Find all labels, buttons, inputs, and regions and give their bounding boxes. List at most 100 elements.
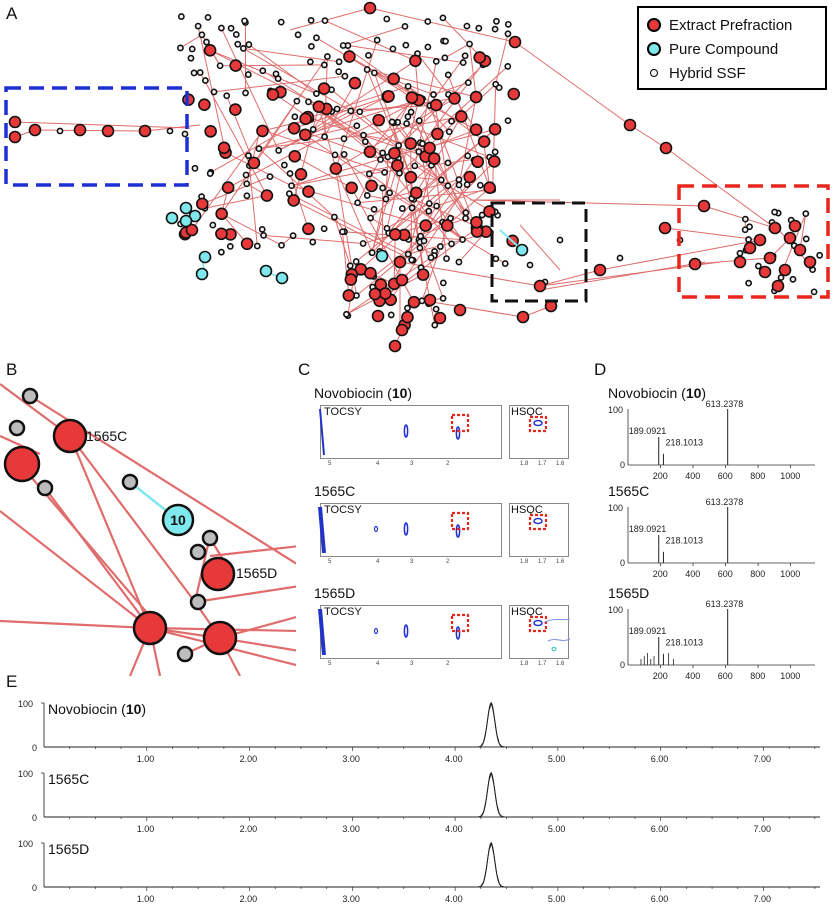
- hsqc-tick: 1.7: [538, 461, 547, 467]
- hybrid-node: [189, 543, 207, 561]
- extract-prefraction-node: [793, 243, 807, 257]
- tocsy-tick: 2: [446, 661, 450, 667]
- hybrid-ssf-node: [232, 31, 240, 38]
- hybrid-ssf-node: [404, 113, 412, 121]
- hybrid-ssf-node: [501, 260, 509, 267]
- extract-prefraction-node: [697, 199, 711, 213]
- extract-prefraction-node: [803, 255, 817, 269]
- panel-label-b: B: [6, 360, 18, 379]
- extract-prefraction-node: [469, 90, 483, 104]
- pure-compound-node-10: [161, 503, 195, 537]
- hybrid-ssf-node: [745, 279, 753, 287]
- hybrid-ssf-node: [459, 59, 467, 66]
- node-label-1565c: 1565C: [86, 428, 128, 444]
- tocsy-label: TOCSY: [324, 406, 362, 418]
- tocsy-tick: 5: [328, 461, 332, 467]
- ms-x-tick: 800: [750, 569, 765, 579]
- hybrid-ssf-node: [383, 224, 391, 232]
- extract-prefraction-node: [348, 76, 362, 90]
- hybrid-ssf-node: [206, 170, 214, 177]
- hybrid-ssf-node: [177, 44, 184, 52]
- highlight-box-red: [528, 415, 548, 433]
- hybrid-ssf-node: [455, 181, 463, 189]
- hybrid-ssf-node: [244, 71, 252, 78]
- extract-node: [132, 610, 168, 646]
- hybrid-ssf-node: [196, 69, 204, 76]
- hybrid-ssf-node: [442, 37, 449, 45]
- extract-prefraction-node: [593, 263, 607, 277]
- highlight-box-red: [528, 615, 548, 633]
- extract-prefraction-node: [204, 125, 217, 138]
- hybrid-ssf-node: [379, 184, 387, 192]
- chrom-y-tick: 0: [32, 813, 37, 823]
- pure-compound-node: [375, 249, 389, 263]
- hybrid-ssf-node: [436, 243, 444, 250]
- hybrid-ssf-node: [253, 242, 261, 250]
- extract-node: [202, 620, 238, 656]
- extract-prefraction-node: [427, 152, 441, 165]
- extract-prefraction-node: [342, 289, 356, 302]
- hybrid-ssf-node: [241, 17, 248, 25]
- extract-prefraction-node: [659, 141, 673, 155]
- hybrid-ssf-node: [313, 34, 320, 42]
- chrom-peak: [470, 772, 512, 818]
- hybrid-ssf-node: [243, 180, 251, 188]
- hybrid-ssf-node: [321, 17, 329, 25]
- hybrid-ssf-node: [293, 97, 301, 105]
- hybrid-ssf-node: [420, 237, 428, 245]
- tocsy-contour: [455, 626, 461, 640]
- hybrid-ssf-node: [352, 258, 360, 265]
- hybrid-ssf-node: [504, 20, 512, 28]
- hybrid-ssf-node: [333, 105, 341, 113]
- highlight-box-black: [490, 201, 588, 303]
- ms-peak-label: 613.2378: [706, 599, 744, 609]
- chrom-title: 1565C: [48, 771, 90, 787]
- chrom-y-tick: 100: [18, 839, 33, 849]
- hybrid-ssf-node: [274, 75, 282, 83]
- hybrid-ssf-node: [294, 31, 302, 39]
- hybrid-ssf-node: [188, 45, 196, 53]
- hybrid-ssf-node: [242, 171, 250, 179]
- hybrid-node: [8, 419, 26, 437]
- extract-prefraction-node: [185, 223, 199, 237]
- extract-prefraction-node: [217, 141, 231, 155]
- hybrid-ssf-node: [424, 18, 432, 25]
- chrom-x-tick: 5.00: [548, 894, 566, 904]
- nmr-row-title-text: 1565C: [314, 483, 356, 499]
- hybrid-ssf-node: [455, 258, 463, 266]
- hybrid-ssf-node: [227, 24, 235, 32]
- hybrid-ssf-node: [365, 51, 372, 59]
- hybrid-ssf-node: [493, 17, 500, 25]
- extract-prefraction-node: [287, 194, 300, 207]
- pure-compound-node: [259, 264, 273, 278]
- hsqc-label: HSQC: [511, 406, 543, 418]
- hybrid-ssf-node: [448, 117, 455, 125]
- extract-prefraction-node: [733, 255, 747, 269]
- extract-prefraction-node: [516, 310, 530, 324]
- hybrid-ssf-node: [368, 249, 376, 257]
- extract-prefraction-node: [453, 303, 467, 317]
- extract-prefraction-node: [758, 265, 772, 279]
- extract-prefraction-node: [363, 1, 377, 15]
- extract-prefraction-node: [623, 118, 637, 132]
- extract-prefraction-node: [101, 124, 115, 138]
- pure-compound-node: [198, 250, 212, 264]
- hsqc-tick: 1.7: [538, 661, 547, 667]
- zoomed-network: [0, 383, 296, 676]
- hybrid-ssf-node: [361, 138, 369, 146]
- extract-node-1565c: [52, 418, 88, 454]
- chrom-x-tick: 5.00: [548, 824, 566, 834]
- hybrid-node: [176, 645, 194, 663]
- hybrid-ssf-node: [425, 200, 433, 207]
- extract-prefraction-node: [409, 54, 422, 68]
- hsqc-contour: [533, 517, 543, 525]
- highlight-box-red: [528, 513, 548, 531]
- chrom-x-tick: 6.00: [651, 824, 669, 834]
- ms-peak-label: 218.1013: [665, 637, 703, 647]
- extract-prefraction-node: [768, 221, 782, 235]
- tocsy-contour: [455, 426, 461, 440]
- ms-peak-label: 189.0921: [629, 426, 667, 436]
- tocsy-tick: 3: [410, 661, 414, 667]
